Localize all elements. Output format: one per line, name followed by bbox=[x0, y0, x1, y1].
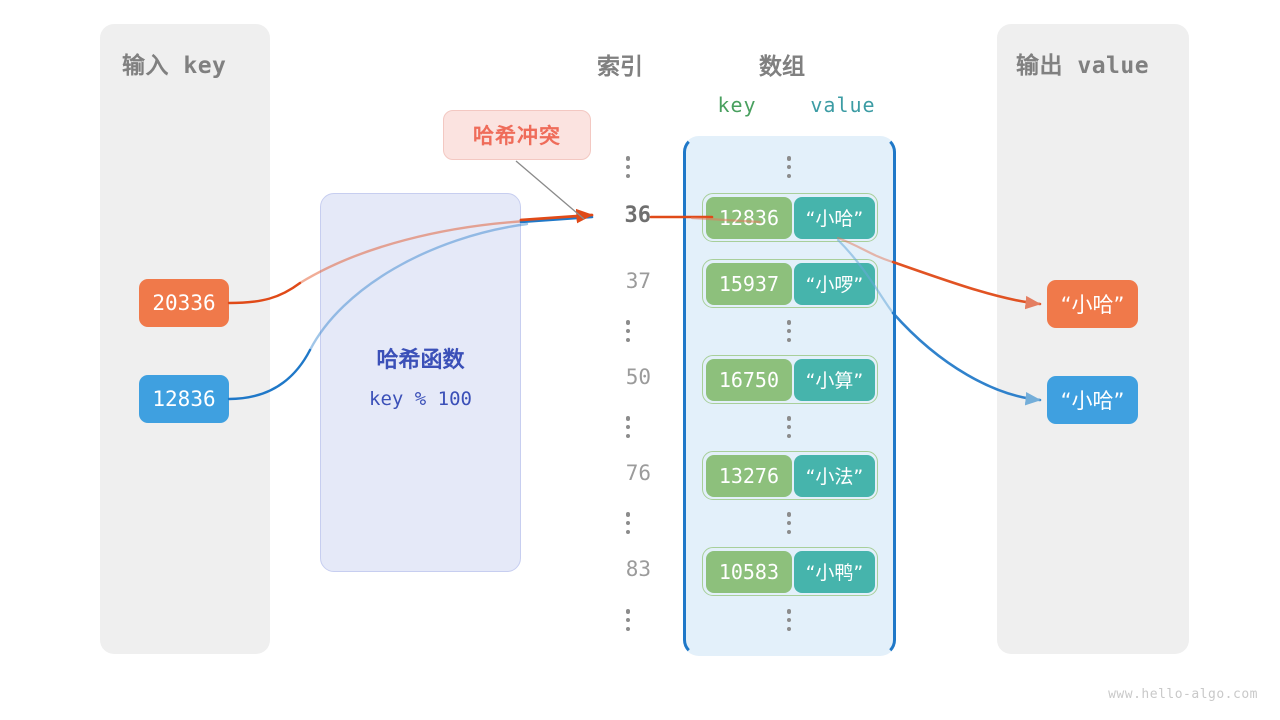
hash-function-title: 哈希函数 bbox=[376, 348, 465, 373]
index-ellipsis bbox=[622, 512, 634, 534]
index-ellipsis bbox=[622, 416, 634, 438]
key-header-label: key bbox=[717, 93, 757, 117]
bucket-value-83: “小鸭” bbox=[794, 550, 875, 593]
array-index-label-50: 50 bbox=[625, 365, 651, 389]
hash-collision-label: 哈希冲突 bbox=[473, 124, 561, 148]
bucket-key-37: 15937 bbox=[705, 262, 793, 305]
index-ellipsis bbox=[622, 156, 634, 178]
value-header-label: value bbox=[810, 93, 876, 117]
bucket-key-76: 13276 bbox=[705, 454, 793, 497]
bucket-key-50: 16750 bbox=[705, 358, 793, 401]
site-watermark: www.hello-algo.com bbox=[1108, 687, 1258, 702]
array-bucket-37[interactable]: 15937“小啰” bbox=[702, 259, 878, 308]
bucket-value-37: “小啰” bbox=[794, 262, 875, 305]
output-value-panel bbox=[997, 24, 1189, 654]
array-ellipsis bbox=[783, 156, 795, 178]
array-index-label-36: 36 bbox=[624, 203, 652, 228]
array-index-label-76: 76 bbox=[625, 461, 651, 485]
array-bucket-50[interactable]: 16750“小算” bbox=[702, 355, 878, 404]
array-ellipsis bbox=[783, 609, 795, 631]
array-column-heading: 数组 bbox=[759, 54, 805, 80]
array-index-label-37: 37 bbox=[625, 269, 651, 293]
input-key-chip-0[interactable]: 20336 bbox=[139, 279, 229, 327]
index-column-heading: 索引 bbox=[597, 54, 643, 80]
index-ellipsis bbox=[622, 609, 634, 631]
output-value-chip-1[interactable]: “小哈” bbox=[1047, 376, 1138, 424]
bucket-value-50: “小算” bbox=[794, 358, 875, 401]
bucket-key-83: 10583 bbox=[705, 550, 793, 593]
array-ellipsis bbox=[783, 512, 795, 534]
bucket-value-76: “小法” bbox=[794, 454, 875, 497]
bucket-key-36: 12836 bbox=[705, 196, 793, 239]
index-ellipsis bbox=[622, 320, 634, 342]
input-key-chip-1[interactable]: 12836 bbox=[139, 375, 229, 423]
array-bucket-83[interactable]: 10583“小鸭” bbox=[702, 547, 878, 596]
array-ellipsis bbox=[783, 320, 795, 342]
hash-function-box: 哈希函数 key % 100 bbox=[320, 193, 521, 572]
array-bucket-36[interactable]: 12836“小哈” bbox=[702, 193, 878, 242]
array-ellipsis bbox=[783, 416, 795, 438]
array-index-label-83: 83 bbox=[625, 557, 651, 581]
output-value-chip-0[interactable]: “小哈” bbox=[1047, 280, 1138, 328]
hash-function-formula: key % 100 bbox=[369, 388, 472, 410]
output-panel-title: 输出 value bbox=[1016, 53, 1150, 79]
key-value-header: key value bbox=[684, 93, 896, 117]
input-key-panel bbox=[100, 24, 270, 654]
input-panel-title: 输入 key bbox=[122, 53, 227, 79]
collision-leader-line bbox=[515, 160, 585, 220]
bucket-value-36: “小哈” bbox=[794, 196, 875, 239]
hash-collision-callout: 哈希冲突 bbox=[443, 110, 591, 160]
array-bucket-76[interactable]: 13276“小法” bbox=[702, 451, 878, 500]
